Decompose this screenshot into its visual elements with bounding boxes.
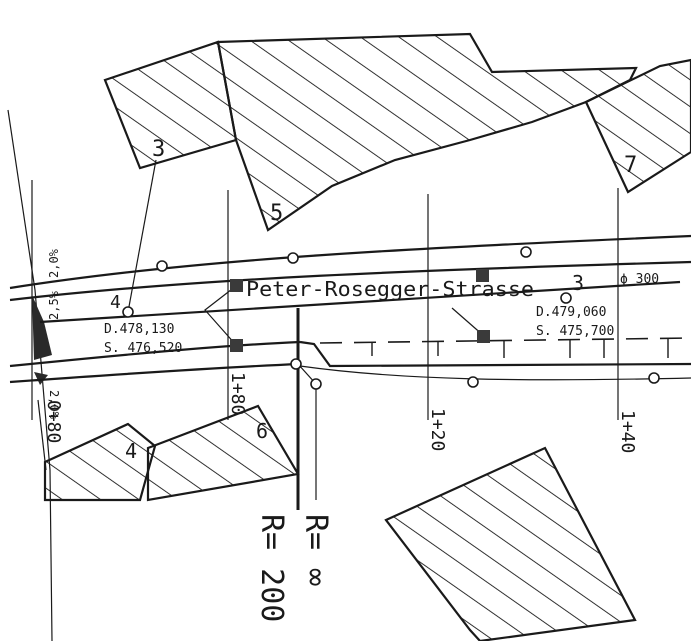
utility-line-lower [299, 365, 691, 381]
slope-mid: 2,5% [47, 290, 61, 320]
radius-label-infinity: R= ∞ [298, 514, 333, 586]
road-edge-upper [9, 260, 691, 302]
shaft-left-d: D.478,130 [104, 322, 174, 337]
node-circle [290, 358, 302, 370]
leader-shafts-left [204, 285, 237, 346]
node-circle [560, 292, 572, 304]
building-5 [216, 32, 638, 232]
road-edge-center [39, 280, 681, 324]
shaft-square [477, 330, 490, 343]
node-number-4: 4 [110, 292, 121, 313]
node-circle [467, 376, 479, 388]
shaft-square [230, 339, 243, 352]
node-circle [156, 260, 168, 272]
street-name: Peter-Rosegger-Strasse [246, 277, 534, 301]
node-circle [122, 306, 134, 318]
shaft-square [476, 269, 489, 282]
shaft-right-d: D.479,060 [536, 305, 606, 320]
node-circle [520, 246, 532, 258]
shaft-square [230, 279, 243, 292]
building-label-4: 4 [125, 439, 137, 463]
station-label-080: 0+80 [43, 400, 64, 443]
building-6 [146, 404, 300, 502]
left-vertical-2 [37, 399, 47, 471]
node-circle [648, 372, 660, 384]
slope-wedge [32, 295, 52, 360]
building-label-6: 6 [256, 419, 268, 443]
station-label-140: 1+40 [617, 410, 638, 453]
lot-number-3: 3 [572, 271, 584, 295]
dash-ticks [371, 338, 669, 358]
slope-bottom: 2,0% [47, 390, 61, 420]
leader-lot-3 [127, 159, 157, 313]
slope-top: 2,0% [47, 248, 61, 278]
building-lower [384, 446, 637, 641]
shaft-right-s: S. 475,700 [536, 324, 614, 339]
curb-line [299, 340, 691, 368]
road-edge-bottom [9, 362, 301, 384]
building-7 [584, 58, 691, 194]
station-label-180: 1+80 [227, 372, 248, 415]
building-label-7: 7 [624, 153, 637, 178]
slope-wedge-small [34, 372, 48, 385]
radius-label-200: R= 200 [254, 514, 289, 622]
station-label-120: 1+20 [427, 408, 448, 451]
road-edge-lower [9, 340, 301, 368]
pipe-label: ϕ 300 [620, 272, 659, 287]
node-circle [287, 252, 299, 264]
road-edge-top [9, 234, 691, 290]
shaft-left-s: S. 476,520 [104, 341, 182, 356]
building-3 [103, 40, 238, 170]
building-label-5: 5 [270, 201, 283, 226]
building-label-3: 3 [152, 137, 165, 162]
node-circle [310, 378, 322, 390]
centerline-dashed [319, 337, 691, 344]
